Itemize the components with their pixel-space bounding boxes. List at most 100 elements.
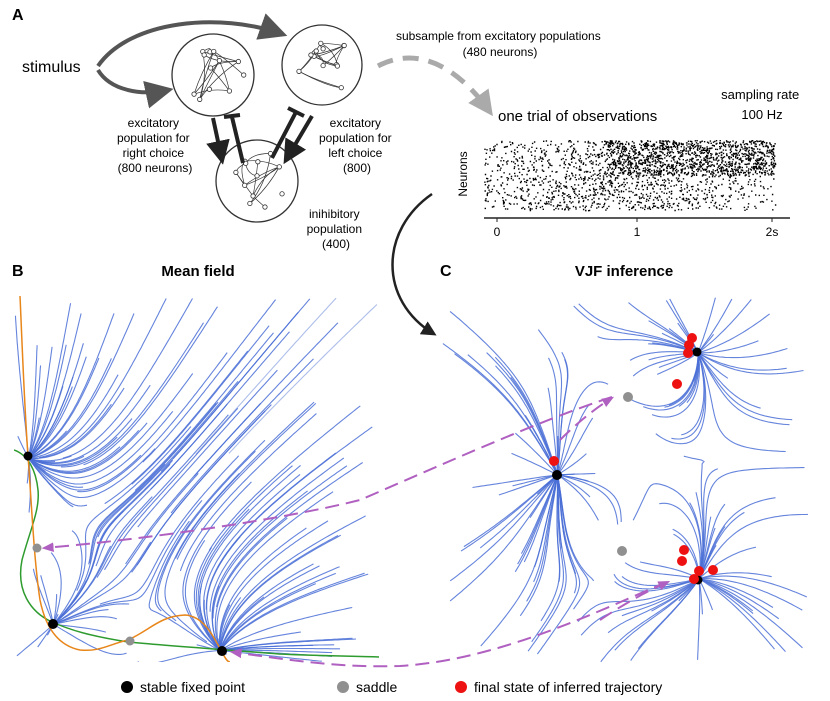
neuron <box>191 91 197 97</box>
streamline <box>212 465 348 619</box>
streamline <box>27 387 125 460</box>
fixed-point-saddle <box>623 392 633 402</box>
spike-raster <box>484 140 777 212</box>
synapse <box>193 60 220 95</box>
streamline <box>216 491 334 652</box>
neuron <box>262 204 268 210</box>
excitatory-left-population <box>281 24 363 106</box>
panel-c-title: VJF inference <box>575 263 673 280</box>
synapse <box>244 166 280 186</box>
neuron <box>197 96 203 102</box>
final-state-point <box>683 348 693 358</box>
streamline <box>695 298 733 356</box>
streamline <box>83 306 218 466</box>
streamline <box>104 350 249 505</box>
inferred-trajectory-lower-c <box>599 581 671 621</box>
synapse <box>252 161 259 197</box>
streamline <box>199 464 301 636</box>
final-state-point <box>679 545 689 555</box>
fixed-point-stable <box>692 347 702 357</box>
fixed-point-saddle <box>125 636 135 646</box>
exc-right-label: excitatory population for right choice (… <box>117 116 193 175</box>
legend-saddle-label: saddle <box>356 679 397 695</box>
streamline <box>698 578 786 652</box>
neuron <box>201 52 207 58</box>
neuron <box>320 62 326 69</box>
streamline <box>228 304 378 454</box>
panel-b-title: Mean field <box>161 263 234 280</box>
neuron <box>279 191 285 197</box>
streamline <box>50 552 62 627</box>
raster-tick-label-1: 1 <box>634 225 641 239</box>
final-state-point <box>689 574 699 584</box>
streamline <box>99 455 240 605</box>
streamline <box>203 473 301 646</box>
streamline <box>53 499 203 625</box>
synapse <box>198 51 215 100</box>
raster-ylabel: Neurons <box>456 151 470 196</box>
neuron <box>226 88 233 94</box>
synapse <box>249 152 272 204</box>
exc-right-to-inhib-arrow <box>206 117 230 165</box>
fixed-point-stable <box>552 470 562 480</box>
streamline <box>60 322 204 468</box>
neuron <box>308 52 314 58</box>
synapse <box>199 61 239 100</box>
legend-final-marker <box>455 681 467 693</box>
streamline <box>193 322 339 477</box>
streamline <box>520 474 559 554</box>
raster-title: one trial of observations <box>498 108 657 125</box>
streamline <box>219 515 366 652</box>
spikes-top <box>484 140 777 177</box>
sampling-rate-label: sampling rate 100 Hz <box>721 87 803 122</box>
neuron <box>334 63 341 69</box>
nullcline-green <box>14 449 379 658</box>
streamline <box>131 410 266 573</box>
neuron <box>250 193 256 199</box>
inhibitory-population <box>215 139 299 223</box>
streamline <box>89 401 219 564</box>
streamline <box>195 297 337 455</box>
streamline <box>215 462 363 608</box>
panel-a: A stimulus excitatory population for rig… <box>12 7 803 336</box>
streamline <box>39 298 167 458</box>
streamline <box>157 450 256 622</box>
synapse <box>193 50 215 95</box>
panel-a-letter: A <box>12 7 24 24</box>
streamline <box>131 325 270 485</box>
legend: stable fixed point saddle final state of… <box>121 679 662 695</box>
final-state-point <box>677 556 687 566</box>
inhib-to-exc-left-block <box>270 106 305 159</box>
final-state-point <box>672 379 682 389</box>
neuron <box>318 40 324 46</box>
neuron <box>338 85 344 91</box>
streamline <box>137 369 278 528</box>
subsample-label: subsample from excitatory populations (4… <box>396 29 604 59</box>
streamline <box>208 405 361 551</box>
fixed-point-stable <box>48 619 58 629</box>
streamline <box>696 467 805 581</box>
neuron <box>313 48 319 54</box>
streamline <box>170 358 314 514</box>
streamline <box>179 413 317 572</box>
stimulus-label: stimulus <box>22 59 81 76</box>
neuron <box>241 72 247 78</box>
legend-saddle-marker <box>337 681 349 693</box>
inhib-label: inihibitory population (400) <box>307 207 366 251</box>
legend-final-label: final state of inferred trajectory <box>474 679 662 695</box>
neuron <box>276 164 282 170</box>
streamline <box>632 483 702 580</box>
streamline <box>176 402 317 560</box>
streamline <box>697 350 793 421</box>
streamline <box>696 351 804 375</box>
inferred-trajectory-lower <box>229 581 668 668</box>
neuron <box>242 182 248 188</box>
fixed-point-saddle <box>32 543 42 553</box>
synapse <box>244 160 280 168</box>
inhib-to-exc-right-block <box>223 113 245 164</box>
neuron <box>255 159 261 165</box>
inferred-trajectory-upper <box>41 396 613 552</box>
final-state-point <box>549 456 559 466</box>
streamline <box>76 426 192 591</box>
